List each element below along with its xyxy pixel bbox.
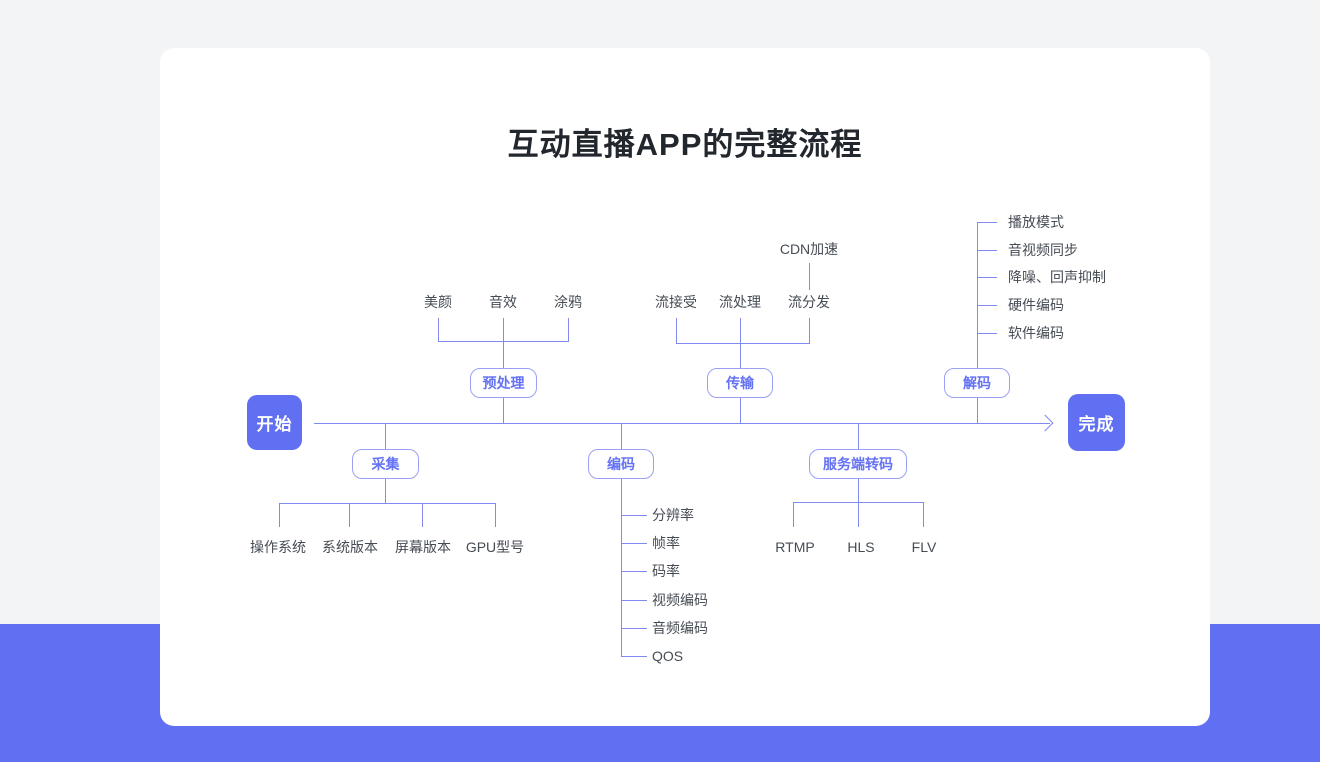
connector-line [740,318,741,343]
connector-line [621,628,647,629]
leaf-label: 音视频同步 [1008,242,1078,258]
connector-line [349,503,350,527]
connector-line [740,343,741,368]
connector-line [503,341,504,368]
connector-line [621,656,647,657]
leaf-label: GPU型号 [465,539,525,555]
connector-line [977,333,997,334]
connector-line [438,318,439,341]
leaf-label: 流处理 [719,294,761,310]
connector-line [858,479,859,502]
start-node: 开始 [247,395,302,450]
connector-line [977,222,997,223]
node-capture: 采集 [352,449,419,479]
connector-line [977,305,997,306]
connector-line [793,502,794,527]
leaf-label: 降噪、回声抑制 [1008,269,1106,285]
connector-line [740,398,741,423]
leaf-label: 帧率 [652,535,680,551]
finish-node: 完成 [1068,394,1125,451]
leaf-label: RTMP [775,539,815,555]
connector-line [676,318,677,343]
leaf-label: 流接受 [655,294,697,310]
connector-line [568,318,569,341]
connector-line [279,503,496,504]
node-preprocess: 预处理 [470,368,537,398]
leaf-label: 音效 [489,294,517,310]
leaf-label: QOS [652,648,684,664]
connector-line [676,343,810,344]
connector-line [621,423,622,449]
connector-line [858,502,859,527]
connector-line [503,398,504,423]
leaf-label: HLS [847,539,875,555]
node-decode: 解码 [944,368,1010,398]
connector-line [809,263,810,290]
connector-line [923,502,924,527]
connector-line [279,503,280,527]
connector-line [621,571,647,572]
leaf-label: 视频编码 [652,592,708,608]
connector-line [977,277,997,278]
leaf-label: 屏幕版本 [395,539,451,555]
leaf-label: 美颜 [424,294,452,310]
node-transcode: 服务端转码 [809,449,907,479]
connector-line [621,600,647,601]
leaf-label: 软件编码 [1008,325,1064,341]
leaf-label: CDN加速 [779,241,839,257]
leaf-label: 流分发 [788,294,830,310]
main-flow-line [314,423,1050,424]
leaf-label: 音频编码 [652,620,708,636]
connector-line [495,503,496,527]
finish-node-label: 完成 [1078,415,1115,434]
leaf-label: FLV [911,539,937,555]
page-title: 互动直播APP的完整流程 [507,127,863,162]
connector-line [858,423,859,449]
connector-line [809,318,810,343]
connector-line [503,318,504,341]
connector-line [422,503,423,527]
leaf-label: 码率 [652,563,680,579]
connector-line [621,515,647,516]
node-transport: 传输 [707,368,773,398]
start-node-label: 开始 [256,415,293,434]
connector-line [977,222,978,368]
node-encode: 编码 [588,449,654,479]
connector-line [438,341,569,342]
leaf-label: 硬件编码 [1008,297,1064,313]
leaf-label: 涂鸦 [554,294,582,310]
connector-line [621,479,622,657]
connector-line [385,479,386,503]
connector-line [385,423,386,449]
connector-line [977,250,997,251]
leaf-label: 系统版本 [322,539,378,555]
diagram-card [160,48,1210,726]
leaf-label: 播放模式 [1008,214,1064,230]
connector-line [977,398,978,423]
leaf-label: 分辨率 [652,507,694,523]
leaf-label: 操作系统 [250,539,306,555]
connector-line [621,543,647,544]
